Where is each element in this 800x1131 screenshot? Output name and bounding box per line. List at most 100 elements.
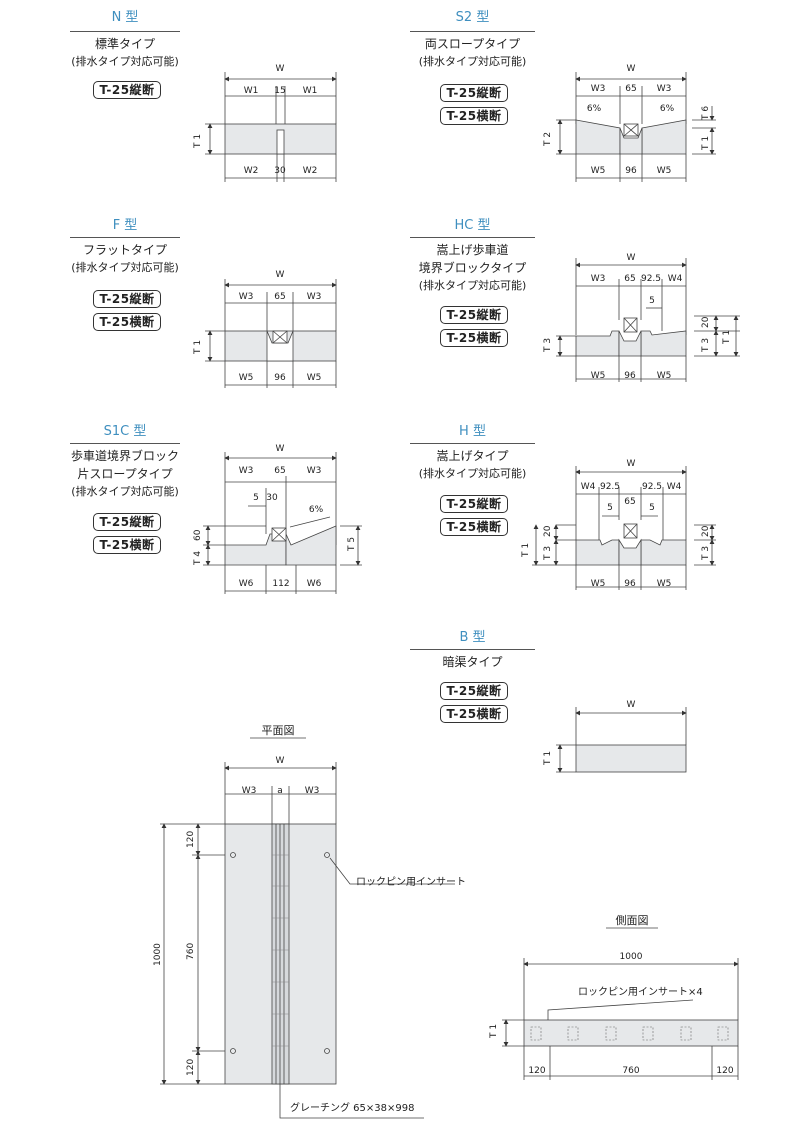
s1c-dim-w3-right: W3 <box>306 466 322 476</box>
s2-dim-96: 96 <box>625 166 637 176</box>
n-type-note: (排水タイプ対応可能) <box>71 55 179 68</box>
s2-type-drawing <box>556 72 716 182</box>
h-dim-w5-right: W5 <box>656 579 672 589</box>
b-type-drawing <box>556 707 687 773</box>
plan-dim-w: W <box>275 756 285 766</box>
n-dim-w1-right: W1 <box>302 86 318 96</box>
n-type-rule <box>70 31 180 32</box>
h-type-title: H 型 <box>459 424 486 439</box>
h-dim-w4-left: W4 <box>580 482 596 492</box>
h-type-badge-longitudinal: T-25縦断 <box>440 495 508 513</box>
s2-type-title: S2 型 <box>455 10 490 25</box>
plan-view-grating-ticks <box>272 854 289 1047</box>
side-view-title: 側面図 <box>615 914 649 927</box>
s1c-dim-w3-left: W3 <box>238 466 254 476</box>
plan-insert-label: ロックピン用インサート <box>356 877 466 888</box>
n-type-subtitle: 標準タイプ <box>94 37 155 51</box>
hc-type-drawing <box>556 258 740 382</box>
s1c-type-badge-transverse: T-25横断 <box>93 536 161 554</box>
f-dim-t1: T 1 <box>193 339 203 354</box>
h-type-note: (排水タイプ対応可能) <box>418 467 527 480</box>
b-dim-w: W <box>626 700 636 710</box>
n-dim-w2-right: W2 <box>302 166 318 176</box>
side-insert-label: ロックピン用インサート×4 <box>578 987 703 998</box>
s2-dim-t6: T 6 <box>701 105 711 120</box>
plan-dim-120-top: 120 <box>186 830 196 848</box>
f-type-rule <box>70 237 180 238</box>
b-type-title: B 型 <box>459 630 486 645</box>
s1c-dim-slope: 6% <box>308 505 324 515</box>
s1c-type-drawing <box>203 452 362 594</box>
hc-type-rule <box>410 237 535 238</box>
plan-dim-760: 760 <box>186 942 196 960</box>
h-dim-92-5-left: 92.5 <box>599 482 621 492</box>
s2-dim-w3-left: W3 <box>590 84 606 94</box>
h-dim-w: W <box>626 459 636 469</box>
hc-dim-5: 5 <box>649 296 655 306</box>
hc-dim-65: 65 <box>624 274 636 284</box>
hc-dim-w: W <box>626 253 636 263</box>
b-type-subtitle: 暗渠タイプ <box>442 655 503 669</box>
s1c-dim-60: 60 <box>193 529 203 541</box>
b-type-rule <box>410 649 535 650</box>
s1c-type-rule <box>70 443 180 444</box>
s2-dim-w3-right: W3 <box>656 84 672 94</box>
s1c-dim-5: 5 <box>253 493 259 503</box>
n-dim-w: W <box>275 64 285 74</box>
plan-dim-w3-right: W3 <box>304 786 320 796</box>
hc-dim-92-5: 92.5 <box>640 274 662 284</box>
hc-dim-t3-left: T 3 <box>543 337 553 352</box>
s2-dim-slope-left: 6% <box>586 104 602 114</box>
plan-dim-120-bottom: 120 <box>186 1058 196 1076</box>
s1c-type-subtitle: 歩車道境界ブロック <box>70 449 179 463</box>
h-dim-5-right: 5 <box>649 503 655 513</box>
f-dim-w: W <box>275 270 285 280</box>
hc-type-title: HC 型 <box>454 218 491 233</box>
s1c-dim-w: W <box>275 444 285 454</box>
hc-type-subtitle: 嵩上げ歩車道 <box>436 243 509 257</box>
plan-dim-w3-left: W3 <box>241 786 257 796</box>
s1c-dim-30: 30 <box>266 493 278 503</box>
s2-dim-w5-left: W5 <box>590 166 606 176</box>
hc-dim-20: 20 <box>701 316 711 328</box>
f-type-note: (排水タイプ対応可能) <box>71 261 179 274</box>
f-dim-w3-left: W3 <box>238 292 254 302</box>
s1c-dim-112: 112 <box>272 579 290 589</box>
h-type-badge-transverse: T-25横断 <box>440 518 508 536</box>
h-dim-t3-right: T 3 <box>701 545 711 560</box>
s1c-type-title: S1C 型 <box>103 424 147 439</box>
s1c-dim-t5: T 5 <box>347 536 357 551</box>
hc-dim-w4: W4 <box>667 274 683 284</box>
s2-dim-t1: T 1 <box>701 135 711 150</box>
s2-dim-w: W <box>626 64 636 74</box>
f-type-title: F 型 <box>112 218 138 233</box>
f-dim-w3-right: W3 <box>306 292 322 302</box>
side-view-drawing <box>502 927 739 1080</box>
s1c-dim-w6-right: W6 <box>306 579 322 589</box>
hc-dim-96: 96 <box>624 371 636 381</box>
f-dim-96: 96 <box>274 373 286 383</box>
s2-type-subtitle: 両スロープタイプ <box>424 37 521 51</box>
h-dim-w4-right: W4 <box>666 482 682 492</box>
f-dim-w5-left: W5 <box>238 373 254 383</box>
s2-dim-65: 65 <box>625 84 637 94</box>
s2-dim-slope-right: 6% <box>659 104 675 114</box>
side-dim-120-right: 120 <box>716 1066 734 1076</box>
f-type-drawing <box>205 279 337 388</box>
side-dim-1000: 1000 <box>619 952 643 962</box>
f-dim-65: 65 <box>274 292 286 302</box>
s2-type-badge-longitudinal: T-25縦断 <box>440 84 508 102</box>
h-dim-w5-left: W5 <box>590 579 606 589</box>
hc-dim-w3: W3 <box>590 274 606 284</box>
plan-dim-a: a <box>277 786 283 796</box>
s2-type-rule <box>410 31 535 32</box>
h-dim-20-left: 20 <box>543 525 553 537</box>
h-dim-65: 65 <box>624 497 636 507</box>
s2-dim-t2: T 2 <box>543 131 553 146</box>
plan-view-drawing <box>160 737 455 1119</box>
h-dim-20-right: 20 <box>701 525 711 537</box>
h-type-rule <box>410 443 535 444</box>
hc-dim-w5-left: W5 <box>590 371 606 381</box>
n-type-drawing <box>205 72 337 182</box>
